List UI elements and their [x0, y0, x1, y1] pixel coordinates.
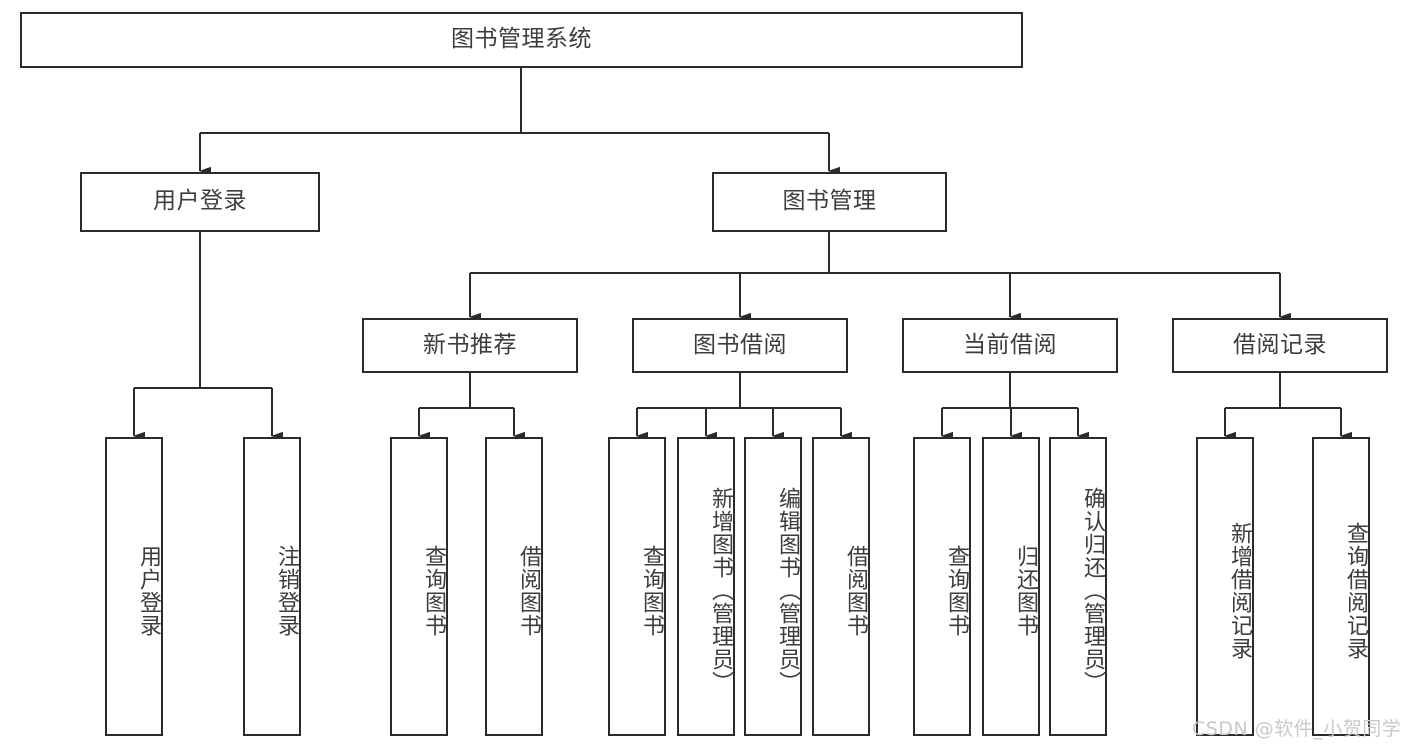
node-book-borrow[interactable]: 图书借阅 — [632, 318, 848, 373]
node-borrow-record[interactable]: 借阅记录 — [1172, 318, 1388, 373]
node-leaf-user-login[interactable]: 用户登录 — [105, 437, 163, 736]
node-leaf-add-book[interactable]: 新增图书（管理员） — [677, 437, 735, 736]
node-label: 用户登录 — [136, 544, 161, 637]
node-user-login[interactable]: 用户登录 — [80, 172, 320, 232]
node-label: 借阅图书 — [516, 544, 541, 637]
node-current-borrow[interactable]: 当前借阅 — [902, 318, 1118, 373]
node-label: 借阅记录 — [1233, 331, 1327, 358]
node-leaf-query-book-1[interactable]: 查询图书 — [390, 437, 448, 736]
node-leaf-confirm-return[interactable]: 确认归还（管理员） — [1049, 437, 1107, 736]
node-leaf-query-book-3[interactable]: 查询图书 — [913, 437, 971, 736]
node-label: 查询图书 — [639, 544, 664, 637]
node-label: 图书借阅 — [693, 331, 787, 358]
node-label: 用户登录 — [153, 188, 247, 215]
node-label: 查询图书 — [944, 544, 969, 637]
node-leaf-add-record[interactable]: 新增借阅记录 — [1196, 437, 1254, 736]
node-root-system[interactable]: 图书管理系统 — [20, 12, 1023, 68]
node-leaf-query-record[interactable]: 查询借阅记录 — [1312, 437, 1370, 736]
node-label: 注销登录 — [274, 544, 299, 637]
node-label: 确认归还（管理员） — [1080, 487, 1105, 694]
node-label: 新增借阅记录 — [1227, 521, 1252, 660]
node-leaf-borrow-book-2[interactable]: 借阅图书 — [812, 437, 870, 736]
node-leaf-borrow-book-1[interactable]: 借阅图书 — [485, 437, 543, 736]
node-label: 借阅图书 — [843, 544, 868, 637]
connector-group — [132, 68, 1352, 441]
node-label: 归还图书 — [1013, 544, 1038, 637]
node-label: 图书管理 — [782, 188, 877, 215]
node-leaf-return-book[interactable]: 归还图书 — [982, 437, 1040, 736]
node-label: 当前借阅 — [963, 331, 1057, 358]
node-label: 编辑图书（管理员） — [775, 487, 800, 694]
node-label: 查询图书 — [421, 544, 446, 637]
node-leaf-logout[interactable]: 注销登录 — [243, 437, 301, 736]
node-label: 图书管理系统 — [451, 26, 592, 53]
node-label: 查询借阅记录 — [1343, 521, 1368, 660]
node-new-book-recommend[interactable]: 新书推荐 — [362, 318, 578, 373]
node-book-manage[interactable]: 图书管理 — [712, 172, 947, 232]
node-leaf-edit-book[interactable]: 编辑图书（管理员） — [744, 437, 802, 736]
node-label: 新增图书（管理员） — [708, 487, 733, 694]
node-label: 新书推荐 — [423, 331, 517, 358]
node-leaf-query-book-2[interactable]: 查询图书 — [608, 437, 666, 736]
